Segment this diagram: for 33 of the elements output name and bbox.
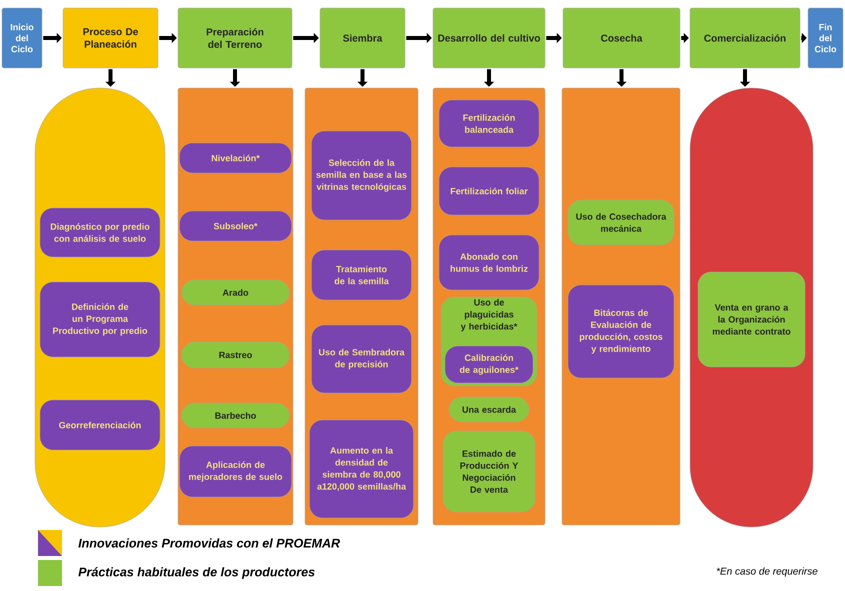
stage-box: Siembra bbox=[320, 8, 406, 68]
legend-text: Prácticas habituales de los productores bbox=[78, 567, 315, 579]
footnote: *En caso de requerirse bbox=[716, 567, 818, 577]
practice-item: Barbecho bbox=[181, 402, 290, 428]
innovation-item: Selección de la semilla en base a las vitrinas tecnológicas bbox=[311, 130, 412, 220]
innovation-item: Tratamiento de la semilla bbox=[311, 250, 412, 300]
stage-box: Proceso De Planeación bbox=[62, 8, 158, 68]
innovation-item: Abonado con humus de lombriz bbox=[438, 234, 540, 290]
innovation-item: Georreferenciación bbox=[40, 400, 160, 450]
practice-item: Una escarda bbox=[448, 396, 530, 422]
innovation-item: Nivelación* bbox=[179, 142, 292, 174]
innovation-item: Subsoleo* bbox=[179, 210, 292, 242]
innovation-item: Uso de Sembradora de precisión bbox=[311, 324, 412, 394]
practice-item: Rastreo bbox=[181, 342, 290, 368]
legend-text: Innovaciones Promovidas con el PROEMAR bbox=[78, 538, 340, 548]
practice-item: Uso de Cosechadora mecánica bbox=[568, 200, 674, 246]
innovation-item: Aplicación de mejoradores de suelo bbox=[179, 446, 292, 498]
innovation-item: Bitácoras de Evaluación de producción, costos y rendimiento bbox=[568, 284, 674, 378]
practice-item: Arado bbox=[181, 280, 290, 306]
practice-item: Estimado de Producción Y Negociación De venta bbox=[442, 430, 536, 512]
innovation-item: Aumento en la densidad de siembra de 80,000 a120,000 semillas/ha bbox=[309, 420, 414, 518]
innovation-item: Diagnóstico por predio con análisis de suelo bbox=[40, 208, 160, 258]
innovation-item: Fertilización foliar bbox=[438, 166, 540, 216]
innovation-item: Fertilización balanceada bbox=[438, 100, 540, 148]
innovation-item: Definición de un Programa Productivo por predio bbox=[40, 282, 160, 358]
start-box: Inicio del Ciclo bbox=[2, 8, 42, 68]
stage-box: Preparación del Terreno bbox=[178, 8, 292, 68]
start-box: Fin del Ciclo bbox=[808, 8, 844, 68]
stage-box: Cosecha bbox=[562, 8, 680, 68]
stage-box: Desarrollo del cultivo bbox=[432, 8, 546, 68]
stage-box: Comercialización bbox=[690, 8, 800, 68]
practice-item: Venta en grano a la Organización mediante contrato bbox=[698, 272, 806, 368]
innovation-item: Calibración de aguilones* bbox=[444, 346, 534, 384]
